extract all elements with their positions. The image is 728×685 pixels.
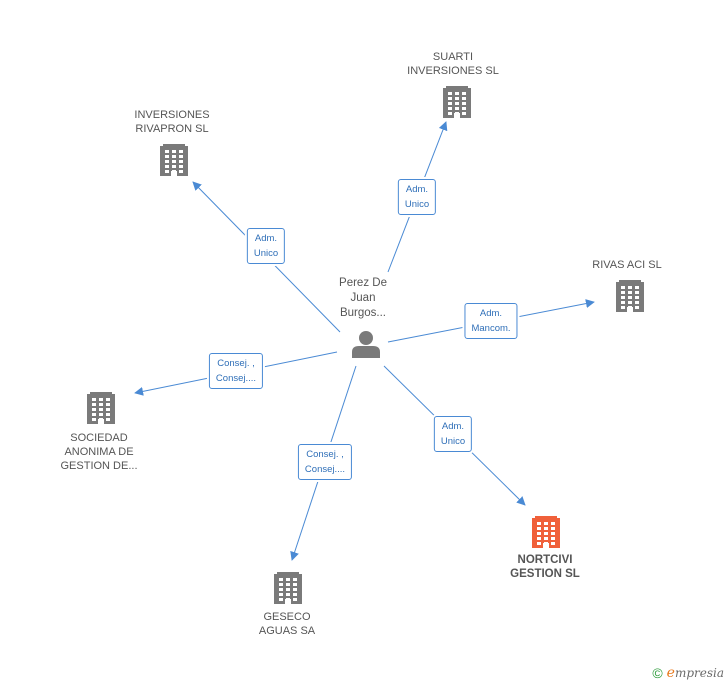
edge-label-sociedad: Consej. , Consej.... <box>208 353 264 389</box>
brand-logo[interactable]: empresia <box>667 665 724 681</box>
edge-label-rivapron: Adm. Unico <box>246 228 286 264</box>
edge-label-geseco: Consej. , Consej.... <box>297 444 353 480</box>
building-icon-rivas[interactable] <box>616 280 644 312</box>
edge-label-suarti: Adm. Unico <box>397 179 437 215</box>
company-label-sociedad[interactable]: SOCIEDAD ANONIMA DE GESTION DE... <box>60 432 138 472</box>
brand-footer: © empresia <box>652 665 724 681</box>
edge-label-rivas: Adm. Mancom. <box>464 303 518 339</box>
company-label-geseco[interactable]: GESECO AGUAS SA <box>258 611 316 637</box>
person-name-label[interactable]: Perez De Juan Burgos... <box>339 277 387 319</box>
edge-label-nortcivi: Adm. Unico <box>433 416 473 452</box>
company-label-rivas[interactable]: RIVAS ACI SL <box>592 259 662 271</box>
company-label-rivapron[interactable]: INVERSIONES RIVAPRON SL <box>134 109 210 135</box>
company-label-suarti[interactable]: SUARTI INVERSIONES SL <box>407 51 499 77</box>
person-icon[interactable] <box>352 331 380 358</box>
building-icon-geseco[interactable] <box>274 572 302 604</box>
building-icon-nortcivi[interactable] <box>532 516 560 548</box>
building-icon-rivapron[interactable] <box>160 144 188 176</box>
brand-rest: mpresia <box>674 666 724 680</box>
copyright-icon: © <box>652 665 663 681</box>
building-icon-suarti[interactable] <box>443 86 471 118</box>
company-label-nortcivi[interactable]: NORTCIVI GESTION SL <box>510 554 580 580</box>
building-icon-sociedad[interactable] <box>87 392 115 424</box>
brand-initial: e <box>666 665 675 681</box>
